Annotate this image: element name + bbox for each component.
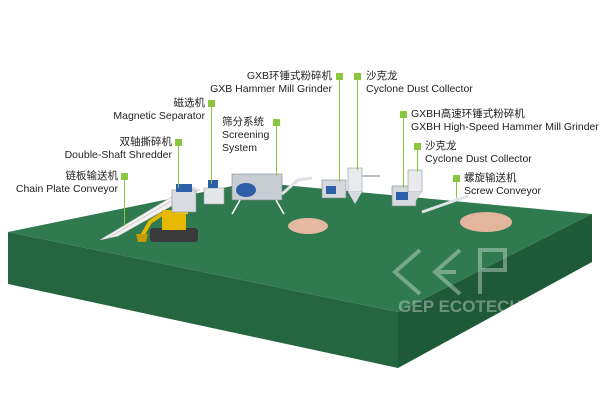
label-cyclone1-cn: 沙克龙: [366, 70, 398, 82]
label-cyclone2: 沙克龙 Cyclone Dust Collector: [425, 140, 532, 166]
leader-hammer-mill: [339, 78, 340, 182]
leader-screw: [456, 180, 457, 198]
marker-double-shaft: [175, 139, 182, 146]
label-chain-plate-en: Chain Plate Conveyor: [15, 183, 118, 195]
gep-logo-watermark: [391, 248, 507, 296]
watermark-brand: GEP ECOTECH: [398, 297, 521, 316]
label-screening-en2: System: [222, 142, 258, 154]
cyclone-dust-collector-2: [407, 169, 423, 202]
label-screening-en1: Screening: [222, 129, 270, 141]
hammer-mill-grinder: [321, 179, 347, 199]
label-highspeed-cn: GXBH高速环锤式粉碎机: [411, 108, 525, 120]
leader-screening: [276, 124, 277, 176]
label-double-shaft-cn: 双轴撕碎机: [119, 136, 173, 148]
marker-magnetic: [208, 100, 215, 107]
leader-highspeed: [403, 116, 404, 188]
label-cyclone2-en: Cyclone Dust Collector: [425, 153, 532, 165]
label-highspeed-en: GXBH High-Speed Hammer Mill Grinder: [411, 121, 599, 133]
label-double-shaft-en: Double-Shaft Shredder: [64, 149, 172, 161]
label-chain-plate: 链板输送机 Chain Plate Conveyor: [16, 170, 118, 196]
label-highspeed: GXBH高速环锤式粉碎机 GXBH High-Speed Hammer Mill…: [411, 108, 599, 134]
label-magnetic: 磁选机 Magnetic Separator: [113, 97, 205, 123]
label-screw-en: Screw Conveyor: [464, 185, 542, 197]
label-hammer-mill: GXB环锤式粉碎机 GXB Hammer Mill Grinder: [210, 70, 332, 96]
label-magnetic-cn: 磁选机: [173, 97, 206, 109]
label-chain-plate-cn: 链板输送机: [65, 170, 119, 182]
label-screening: 筛分系统 Screening System: [222, 116, 269, 155]
marker-screening: [273, 119, 280, 126]
leader-magnetic: [211, 104, 212, 184]
leader-chain-plate: [124, 178, 125, 226]
leader-cyclone1: [357, 78, 358, 170]
leader-cyclone2: [417, 148, 418, 172]
label-cyclone1-en: Cyclone Dust Collector: [366, 83, 473, 95]
material-pile-1: [288, 218, 328, 234]
material-pile-2: [460, 212, 512, 232]
screening-system: [231, 173, 313, 215]
label-hammer-mill-en: GXB Hammer Mill Grinder: [210, 83, 332, 95]
marker-hammer-mill: [336, 73, 343, 80]
label-double-shaft: 双轴撕碎机 Double-Shaft Shredder: [65, 136, 172, 162]
label-screening-cn: 筛分系统: [222, 116, 264, 128]
label-cyclone2-cn: 沙克龙: [425, 140, 457, 152]
cyclone-dust-collector-1: [347, 167, 380, 204]
marker-screw: [453, 175, 460, 182]
marker-highspeed: [400, 111, 407, 118]
magnetic-separator: [203, 180, 225, 205]
double-shaft-shredder: [171, 184, 197, 213]
platform-right-side: [398, 214, 592, 368]
marker-cyclone1: [354, 73, 361, 80]
marker-chain-plate: [121, 173, 128, 180]
platform-left-side: [8, 232, 398, 368]
label-screw-cn: 螺旋输送机: [464, 172, 517, 184]
label-magnetic-en: Magnetic Separator: [113, 110, 205, 122]
leader-double-shaft: [178, 144, 179, 188]
label-cyclone1: 沙克龙 Cyclone Dust Collector: [366, 70, 473, 96]
screw-conveyor: [421, 194, 469, 214]
marker-cyclone2: [414, 143, 421, 150]
label-screw: 螺旋输送机 Screw Conveyor: [464, 172, 541, 198]
label-hammer-mill-cn: GXB环锤式粉碎机: [246, 70, 332, 82]
